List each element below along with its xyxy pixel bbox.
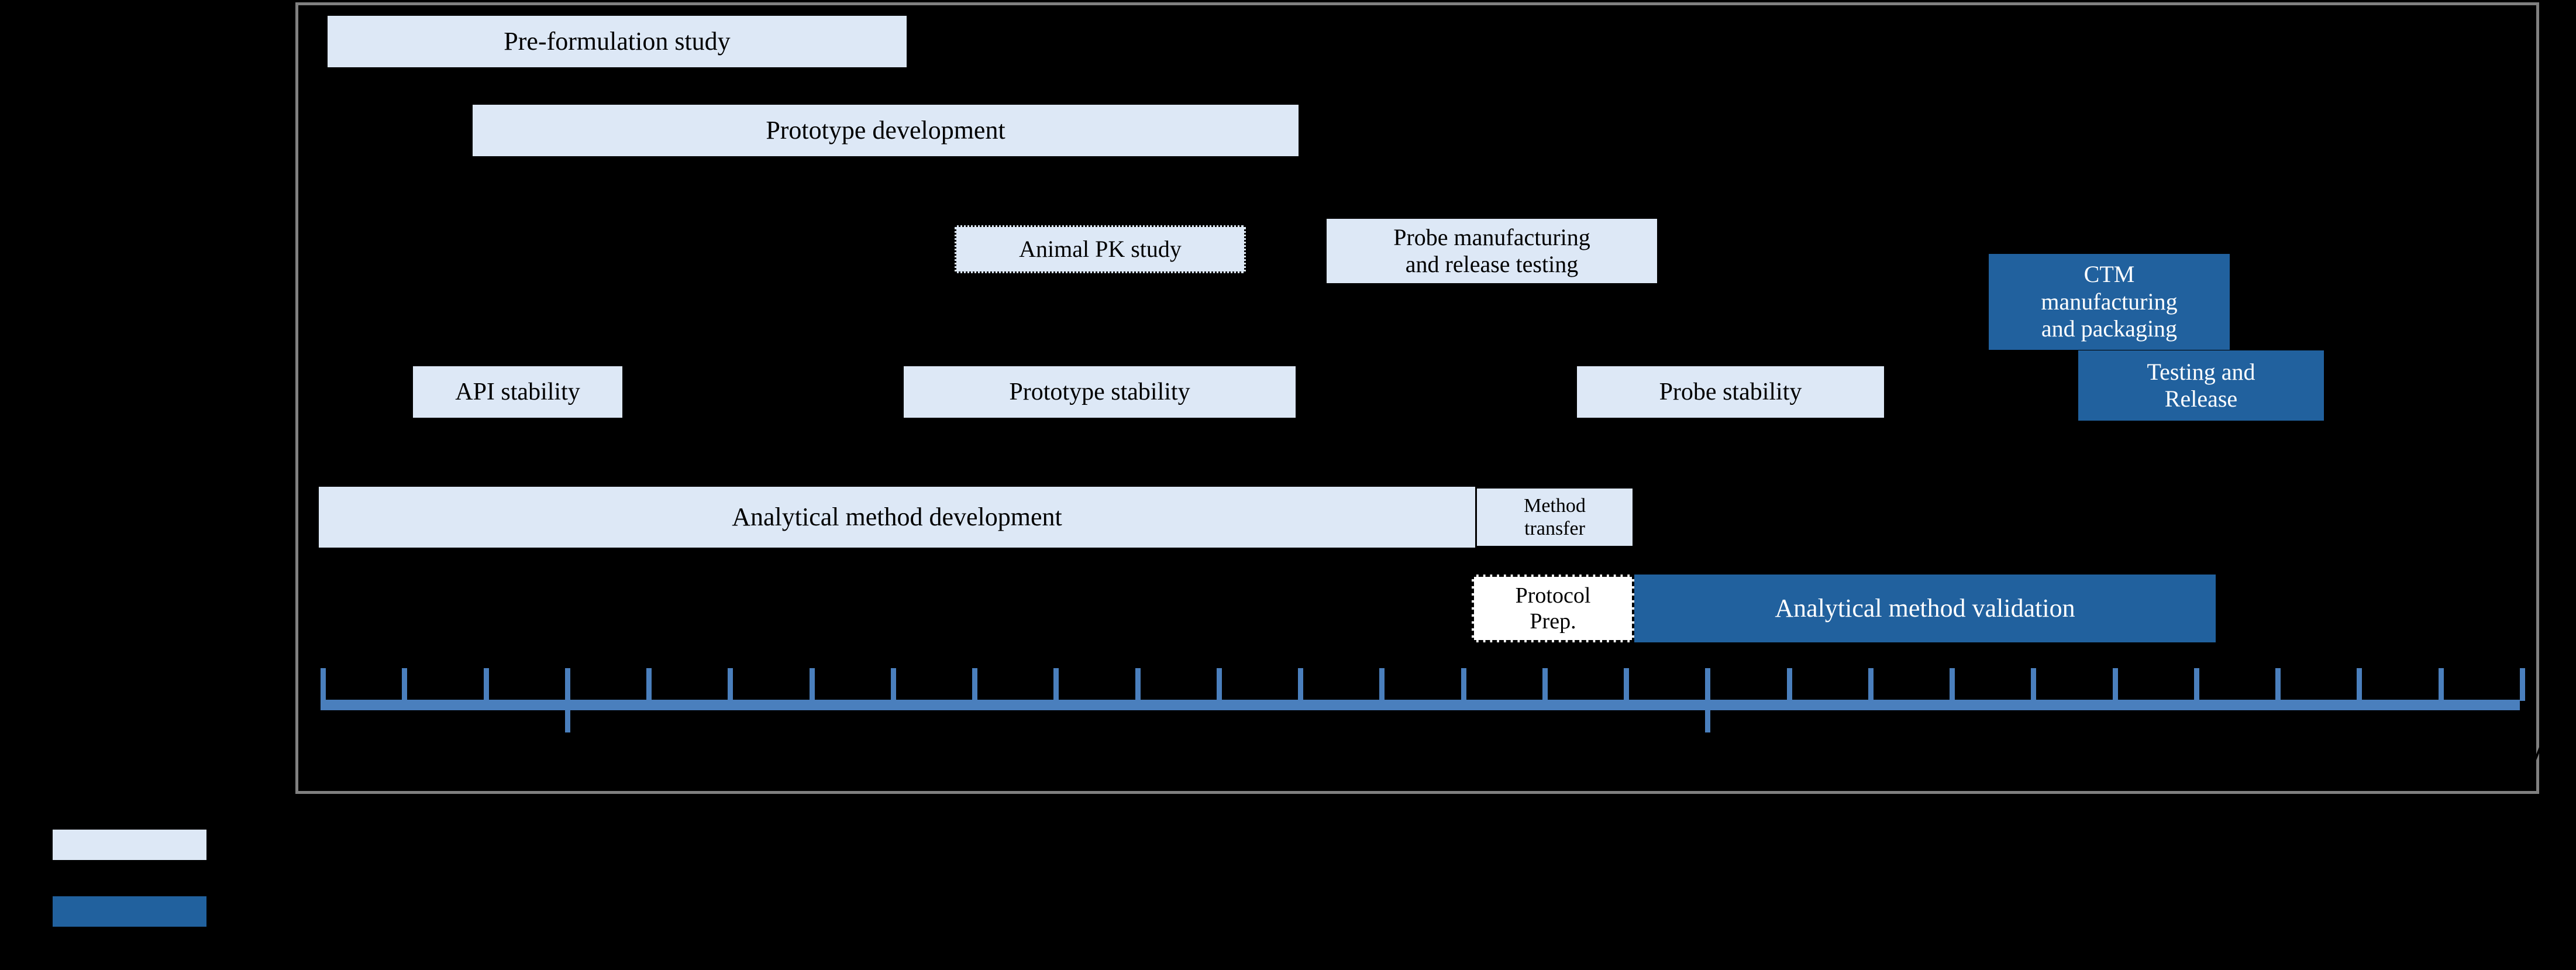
timeline-tick <box>1135 668 1141 701</box>
task-label: API stability <box>455 378 580 405</box>
timeline-tick <box>1053 668 1059 701</box>
task-label: Probe manufacturing and release testing <box>1393 223 1590 277</box>
legend-item[interactable] <box>53 896 275 927</box>
task-bar-prototype-development[interactable]: Prototype development <box>473 105 1299 156</box>
timeline-axis <box>321 668 2525 732</box>
timeline-tick <box>1624 668 1629 701</box>
timeline-tick <box>2357 668 2362 701</box>
task-bar-ctm-manufacturing-and-packaging[interactable]: CTM manufacturing and packaging <box>1989 254 2230 350</box>
task-label: Analytical method development <box>732 503 1062 532</box>
task-label: Animal PK study <box>1019 235 1182 262</box>
timeline-tick <box>2275 668 2281 701</box>
timeline-tick <box>2113 668 2118 701</box>
task-label: Testing and Release <box>2147 358 2255 412</box>
timeline-milestone-tick <box>1705 668 1710 732</box>
timeline-tick <box>2031 668 2036 701</box>
task-bar-testing-and-release[interactable]: Testing and Release <box>2078 350 2324 421</box>
timeline-tick <box>1868 668 1874 701</box>
task-bar-pre-formulation-study[interactable]: Pre-formulation study <box>328 16 907 67</box>
task-label: Analytical method validation <box>1775 594 2075 623</box>
gantt-chart-frame: Pre-formulation study Prototype developm… <box>295 2 2539 794</box>
timeline-tick <box>1787 668 1792 701</box>
task-label: Prototype stability <box>1009 378 1190 405</box>
legend-swatch-dark-icon <box>53 896 206 927</box>
task-label: Protocol Prep. <box>1515 583 1591 634</box>
timeline-tick <box>321 668 326 701</box>
task-label: Method transfer <box>1524 494 1586 539</box>
task-bar-method-transfer[interactable]: Method transfer <box>1475 487 1634 548</box>
task-bar-analytical-method-validation[interactable]: Analytical method validation <box>1634 575 2216 642</box>
timeline-tick <box>2439 668 2444 701</box>
timeline-tick <box>1217 668 1222 701</box>
legend <box>53 830 275 963</box>
legend-swatch-light-icon <box>53 830 206 860</box>
timeline-tick <box>810 668 815 701</box>
timeline-tick <box>728 668 733 701</box>
task-bar-api-stability[interactable]: API stability <box>413 366 622 418</box>
timeline-tick <box>891 668 896 701</box>
task-bar-prototype-stability[interactable]: Prototype stability <box>904 366 1296 418</box>
task-bar-probe-manufacturing-and-release-testing[interactable]: Probe manufacturing and release testing <box>1327 219 1657 283</box>
timeline-tick <box>2520 668 2525 701</box>
timeline-tick <box>1950 668 1955 701</box>
timeline-tick <box>972 668 977 701</box>
task-label: Prototype development <box>766 116 1005 145</box>
legend-item[interactable] <box>53 830 275 860</box>
task-label: Probe stability <box>1659 378 1802 405</box>
timeline-tick <box>2194 668 2199 701</box>
timeline-tick <box>1298 668 1303 701</box>
task-label: CTM manufacturing and packaging <box>2041 261 2178 342</box>
task-bar-analytical-method-development[interactable]: Analytical method development <box>319 487 1475 548</box>
timeline-tick <box>1461 668 1466 701</box>
frame-edge-mark-icon <box>2534 731 2549 762</box>
timeline-tick <box>1379 668 1385 701</box>
task-label: Pre-formulation study <box>504 27 731 56</box>
timeline-tick <box>402 668 407 701</box>
task-bar-probe-stability[interactable]: Probe stability <box>1577 366 1884 418</box>
timeline-tick <box>484 668 489 701</box>
timeline-tick <box>646 668 652 701</box>
timeline-milestone-tick <box>565 668 570 732</box>
timeline-tick <box>1542 668 1548 701</box>
task-bar-protocol-prep[interactable]: Protocol Prep. <box>1472 575 1634 642</box>
task-bar-animal-pk-study[interactable]: Animal PK study <box>955 225 1246 273</box>
